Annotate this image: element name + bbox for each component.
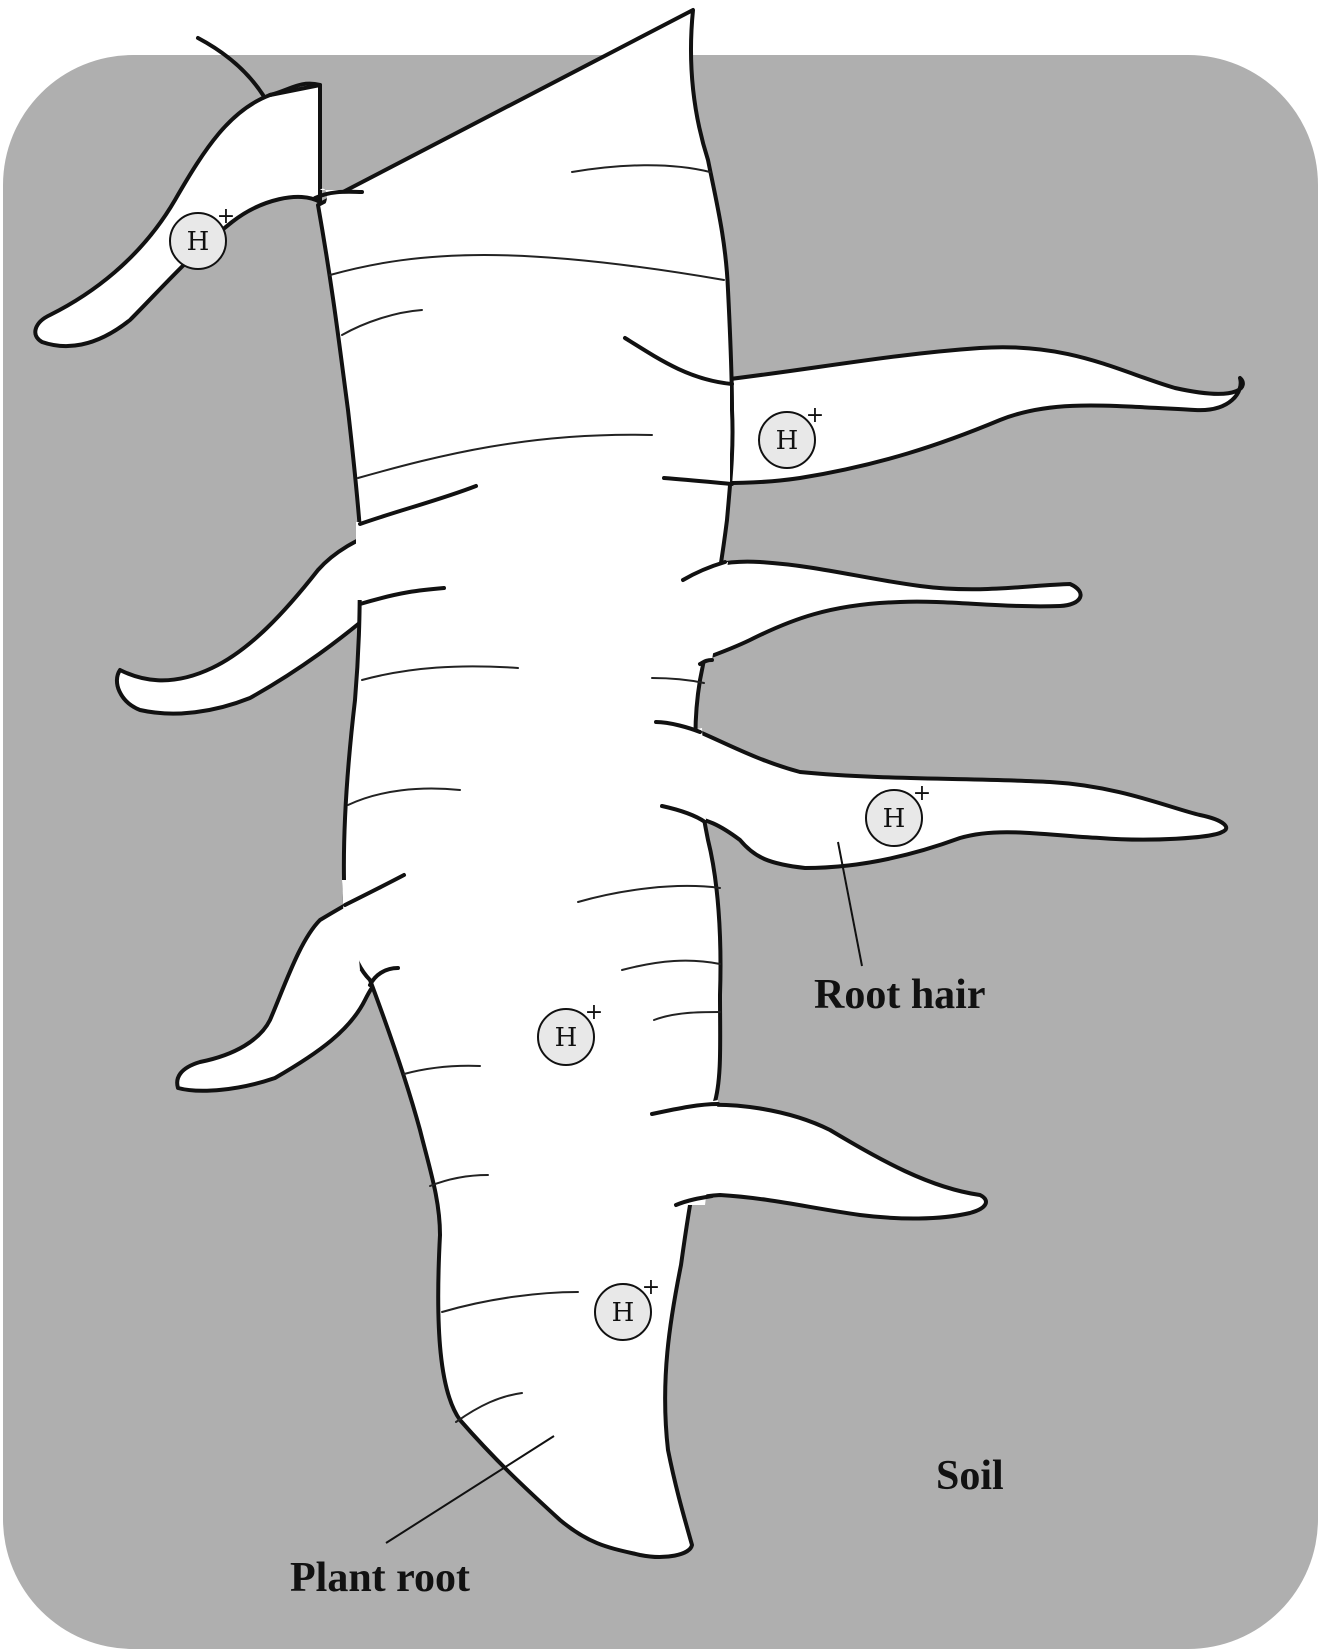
ion-symbol: H [612, 1298, 635, 1328]
ion-symbol: H [555, 1023, 578, 1053]
root-hair-label: Root hair [814, 972, 986, 1018]
ion-charge: + [642, 1275, 660, 1300]
ion-charge: + [585, 1000, 603, 1025]
ion-charge: + [806, 403, 824, 428]
ion-charge: + [217, 204, 235, 229]
ion-charge: + [913, 781, 931, 806]
ion-symbol: H [776, 426, 799, 456]
junction-mask [356, 522, 362, 600]
junction-mask [726, 382, 730, 485]
plant-root-label: Plant root [290, 1555, 470, 1601]
ion-symbol: H [187, 227, 210, 257]
ion-symbol: H [883, 804, 906, 834]
soil-label: Soil [936, 1453, 1004, 1499]
